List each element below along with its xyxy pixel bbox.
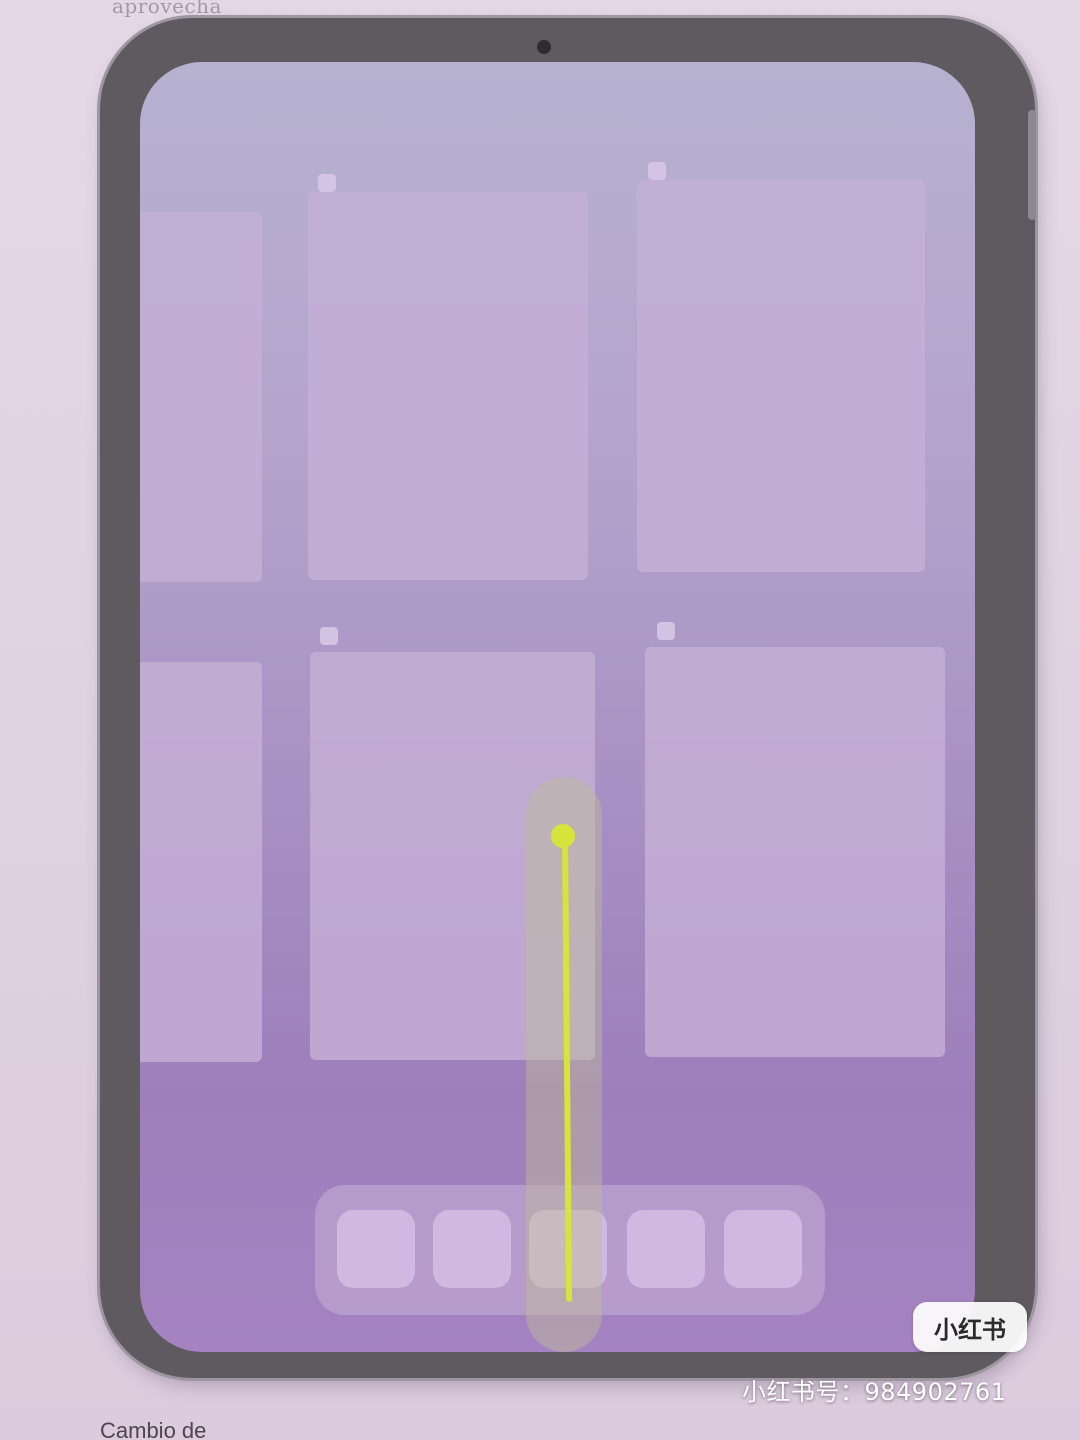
dock <box>315 1185 825 1315</box>
dock-app[interactable] <box>337 1210 415 1288</box>
app-icon-bottom-middle <box>320 627 338 645</box>
dock-app[interactable] <box>724 1210 802 1288</box>
app-card-bottom-left[interactable] <box>140 662 262 1062</box>
app-card-top-left[interactable] <box>140 212 262 582</box>
page-text-top: aprovecha <box>112 0 222 18</box>
dock-app[interactable] <box>627 1210 705 1288</box>
app-icon-bottom-right <box>657 622 675 640</box>
swipe-gesture-start-dot <box>551 824 575 848</box>
app-card-bottom-right[interactable] <box>645 647 945 1057</box>
app-icon-top-right <box>648 162 666 180</box>
app-card-top-middle[interactable] <box>308 192 588 580</box>
dock-app[interactable] <box>433 1210 511 1288</box>
ipad-screen <box>140 62 975 1352</box>
front-camera <box>537 40 551 54</box>
app-icon-top-middle <box>318 174 336 192</box>
app-card-bottom-middle[interactable] <box>310 652 595 1060</box>
app-card-top-right[interactable] <box>637 180 925 572</box>
side-button <box>1028 110 1036 220</box>
xiaohongshu-watermark-badge: 小红书 <box>913 1302 1027 1352</box>
xiaohongshu-id-watermark: 小红书号：984902761 <box>742 1378 1007 1406</box>
page-text-bottom: Cambio de <box>100 1418 207 1440</box>
